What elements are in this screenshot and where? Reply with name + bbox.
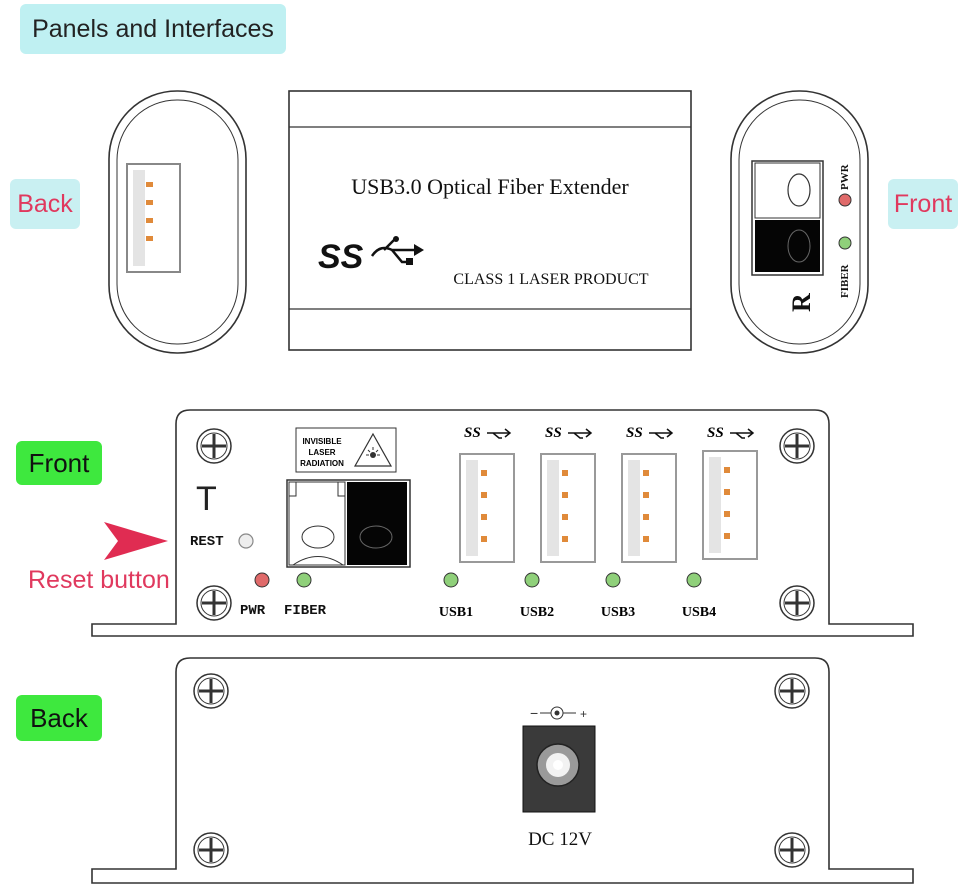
usb-pin [724,489,730,495]
superspeed-logo: SS [707,425,724,441]
superspeed-logo: SS [626,425,643,441]
pwr-led [254,572,270,588]
dc-power-jack[interactable] [522,725,596,813]
usb-port-label: USB4 [682,605,716,620]
fiber-led [838,236,852,250]
usb-port-4[interactable]: SS USB4 [682,425,758,620]
usb-trident-icon [568,428,593,439]
svg-text:INVISIBLE: INVISIBLE [302,437,342,446]
fiber-text: FIBER [839,263,851,298]
back-panel: − + DC 12V [91,657,914,884]
usb-pin [643,514,649,520]
screw-icon [774,673,810,709]
usb-pin [643,470,649,476]
usb-led [524,572,540,588]
usb-port-label: USB1 [439,605,473,620]
laser-class-text: CLASS 1 LASER PRODUCT [453,271,648,288]
t-mark: T [196,480,217,518]
usb-port-tongue [547,460,559,556]
back-label-tag: Back [10,179,80,229]
reset-label: REST [190,534,224,550]
r-mark: R [787,293,816,312]
usb-port-icon [126,163,181,273]
svg-text:+: + [580,707,587,721]
screw-icon [196,585,232,621]
reset-callout-text: Reset button [28,566,170,594]
superspeed-logo: SS [318,236,424,276]
usb-port-tongue [709,457,721,553]
dc-label: DC 12V [528,829,592,850]
page-title: Panels and Interfaces [20,4,286,54]
usb-port-1[interactable]: SS USB1 [439,425,515,620]
usb-led [605,572,621,588]
usb-pin [724,511,730,517]
product-body: USB3.0 Optical Fiber Extender SS CLASS 1… [288,90,692,351]
back-end-cap [108,90,247,354]
usb-port-tongue [466,460,478,556]
usb-port-tongue [628,460,640,556]
screw-icon [779,585,815,621]
page-title-text: Panels and Interfaces [32,14,274,43]
laser-warning-label: INVISIBLE LASER RADIATION [295,427,397,473]
pwr-label: PWR [240,603,266,619]
screw-icon [193,832,229,868]
screw-icon [779,428,815,464]
usb-port-label: USB3 [601,605,635,620]
usb-pin [562,536,568,542]
svg-text:RADIATION: RADIATION [300,459,344,468]
usb-led [443,572,459,588]
front-label-tag: Front [888,179,958,229]
pwr-led [838,193,852,207]
usb-pin [481,536,487,542]
superspeed-logo: SS [464,425,481,441]
front-end-cap: PWR FIBER R [730,90,869,354]
back-panel-tag: Back [16,695,102,741]
usb-pin [643,492,649,498]
front-panel-tag: Front [16,441,102,485]
product-name: USB3.0 Optical Fiber Extender [351,174,629,199]
reset-button[interactable] [238,533,254,549]
screw-icon [193,673,229,709]
screw-icon [774,832,810,868]
usb-pin [724,467,730,473]
usb-port-3[interactable]: SS USB3 [601,425,677,620]
usb-pin [481,514,487,520]
arrow-right-icon [104,522,168,560]
usb-trident-icon [649,428,674,439]
usb-pin [562,470,568,476]
usb-port-2[interactable]: SS USB2 [520,425,596,620]
usb-pin [562,514,568,520]
usb-trident-icon [730,428,755,439]
laser-hazard-icon [353,432,393,467]
svg-text:−: − [530,705,538,721]
usb-pin [724,533,730,539]
fiber-led [296,572,312,588]
usb-port-label: USB2 [520,605,554,620]
screw-icon [196,428,232,464]
superspeed-logo: SS [545,425,562,441]
pwr-text: PWR [839,163,851,190]
usb-led [686,572,702,588]
svg-text:SS: SS [318,238,364,276]
usb-trident-icon [487,428,512,439]
usb-pin [562,492,568,498]
polarity-symbol-icon: − + [530,705,587,721]
svg-text:LASER: LASER [308,448,335,457]
usb-pin [481,470,487,476]
usb-pin [481,492,487,498]
fiber-label: FIBER [284,603,327,619]
usb-pin [643,536,649,542]
fiber-connector-port[interactable] [286,479,411,568]
fiber-connector-icon [751,160,824,276]
